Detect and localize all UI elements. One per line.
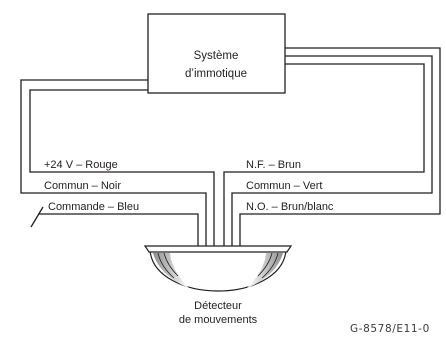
left-wire-labels: +24 V – Rouge Commun – Noir Commande – B… xyxy=(44,159,139,213)
wire-commun-noir xyxy=(20,79,207,247)
label-commande-bleu: Commande – Bleu xyxy=(48,201,139,213)
detector-lens-left xyxy=(153,253,189,288)
detector-facet-right xyxy=(257,252,279,279)
wire-commande-bleu xyxy=(39,213,199,247)
wire-no-brun-blanc xyxy=(239,47,441,247)
wire-cut-mark xyxy=(30,206,44,228)
system-box: Système d’immotique xyxy=(147,13,286,94)
system-box-frame xyxy=(147,13,286,94)
wires xyxy=(20,47,441,247)
wire-plus24-rouge xyxy=(29,89,215,247)
detector-body xyxy=(149,249,287,292)
detector-rim xyxy=(143,245,293,253)
detector-lens-right xyxy=(247,253,283,288)
label-no-brun-blanc: N.O. – Brun/blanc xyxy=(246,201,334,213)
detector-label-line1: Détecteur xyxy=(194,300,242,312)
detector-facet-left xyxy=(157,252,179,279)
wire-commun-vert xyxy=(231,55,433,247)
motion-detector xyxy=(143,245,293,292)
system-box-label-line1: Système xyxy=(194,50,239,62)
right-wire-labels: N.F. – Brun Commun – Vert N.O. – Brun/bl… xyxy=(246,159,334,213)
label-plus24-rouge: +24 V – Rouge xyxy=(44,159,118,171)
system-box-label-line2: d’immotique xyxy=(185,68,247,80)
wire-nf-brun xyxy=(223,63,425,247)
label-nf-brun: N.F. – Brun xyxy=(246,159,301,171)
label-commun-noir: Commun – Noir xyxy=(44,180,121,192)
figure-code: G-8578/E11-0 xyxy=(350,323,430,335)
label-commun-vert: Commun – Vert xyxy=(246,180,322,192)
detector-label-line2: de mouvements xyxy=(179,314,258,326)
